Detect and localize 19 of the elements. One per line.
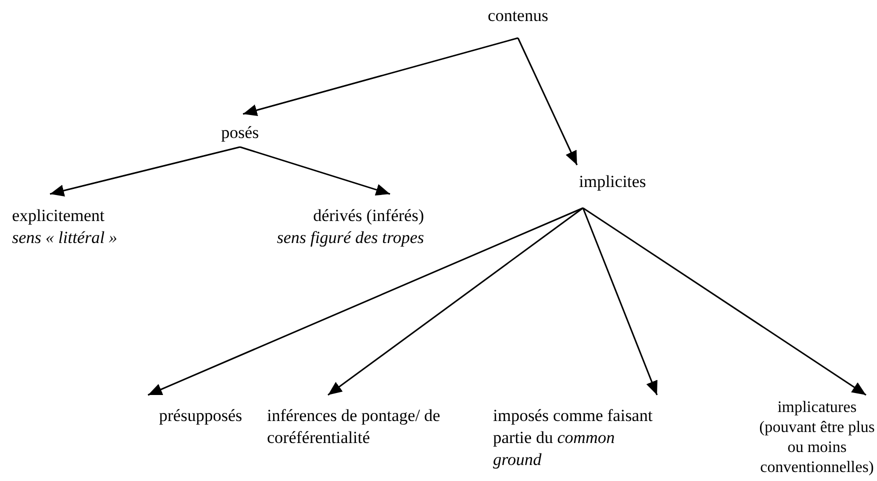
arrow [240, 146, 390, 196]
category-label: inférences de pontage/ de coréférentialité [267, 405, 442, 449]
arrow [582, 208, 658, 396]
category-label: imposés comme faisant partie du common ground [493, 405, 654, 471]
category-label: implicatures (pouvant être plus ou moins conventionnelles) [758, 398, 876, 478]
arrow [148, 207, 584, 396]
category-label: contenus [486, 5, 550, 27]
arrow [328, 207, 584, 396]
arrow [242, 37, 518, 116]
category-label: explicitement [12, 205, 106, 227]
example-label: sens figuré des tropes [276, 227, 424, 249]
example-label: sens « littéral » [12, 227, 118, 249]
category-label: dérivés (inférés) [312, 205, 424, 227]
category-label: implicites [579, 171, 648, 193]
arrow [517, 38, 578, 166]
category-label: posés [220, 122, 260, 144]
arrow [50, 146, 240, 196]
category-label: présupposés [159, 405, 244, 427]
arrow [582, 207, 866, 396]
